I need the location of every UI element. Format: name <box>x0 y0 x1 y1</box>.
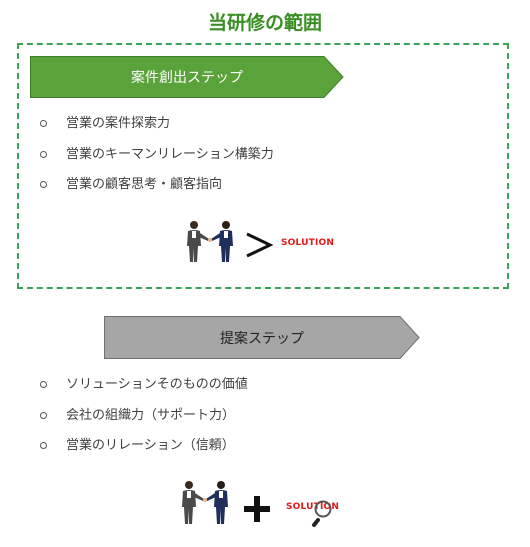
magnifier-icon <box>312 500 332 527</box>
proposal-step-arrow: 提案ステップ <box>104 316 420 359</box>
handshake-people-icon <box>182 481 228 524</box>
case-creation-step-label: 案件創出ステップ <box>131 70 243 86</box>
proposal-step-label: 提案ステップ <box>220 330 304 347</box>
list-item: 営業の案件探索力 <box>40 114 274 145</box>
plus-icon <box>244 496 270 522</box>
greater-than-icon <box>246 232 274 258</box>
green-arrow-shape <box>30 56 344 98</box>
case-creation-section <box>17 43 509 289</box>
case-creation-step-arrow: 案件創出ステップ <box>30 56 344 98</box>
gray-arrow-shape <box>104 316 420 359</box>
list-item: ソリューションそのものの価値 <box>40 375 248 406</box>
list-item: 営業の顧客思考・顧客指向 <box>40 175 274 206</box>
case-creation-list: 営業の案件探索力 営業のキーマンリレーション構築力 営業の顧客思考・顧客指向 <box>40 114 274 206</box>
proposal-list: ソリューションそのものの価値 会社の組織力（サポート力） 営業のリレーション（信… <box>40 375 248 467</box>
list-item: 営業のリレーション（信頼） <box>40 436 248 467</box>
page-title: 当研修の範囲 <box>207 12 322 34</box>
list-item: 営業のキーマンリレーション構築力 <box>40 145 274 176</box>
handshake-people-icon <box>187 221 233 262</box>
list-item: 会社の組織力（サポート力） <box>40 406 248 437</box>
solution-label: SOLUTION <box>286 502 340 512</box>
solution-label: SOLUTION <box>281 238 335 248</box>
